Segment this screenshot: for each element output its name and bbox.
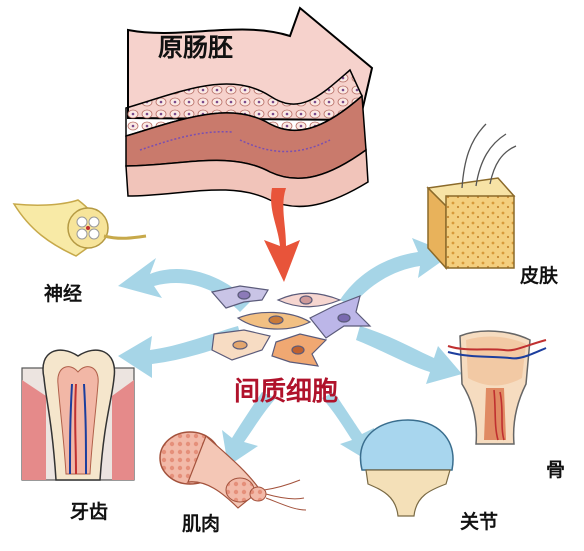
nerve-illustration <box>12 199 147 257</box>
tooth-label: 牙齿 <box>70 501 108 523</box>
tooth-illustration <box>21 349 135 481</box>
nerve-label: 神经 <box>44 282 82 305</box>
joint-label: 关节 <box>460 510 498 533</box>
gastrula-illustration <box>125 6 374 208</box>
skin-label: 皮肤 <box>520 264 559 287</box>
mesenchymal-cells <box>210 285 372 367</box>
bone-label: 骨 <box>546 459 565 481</box>
fan-arrows <box>118 238 462 466</box>
gastrula-label: 原肠胚 <box>158 33 233 62</box>
bone-illustration <box>447 330 547 445</box>
gastrula-arrow <box>264 188 300 282</box>
muscle-label: 肌肉 <box>182 512 220 535</box>
mesenchymal-cell-label: 间质细胞 <box>234 376 338 407</box>
joint-illustration <box>359 419 454 517</box>
skin-illustration <box>426 123 517 270</box>
muscle-illustration <box>159 431 307 511</box>
